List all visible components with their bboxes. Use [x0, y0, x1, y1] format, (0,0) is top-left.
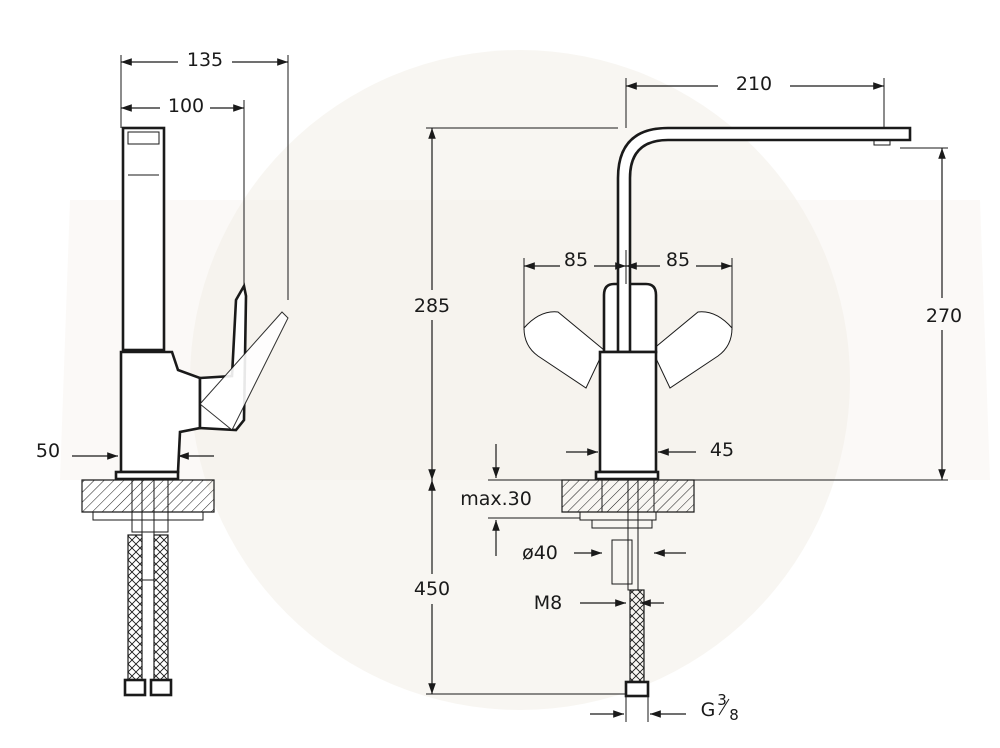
dim-thread-denominator: 8 — [729, 706, 739, 724]
watermark — [60, 50, 990, 710]
front-view — [523, 126, 912, 698]
dim-lever-left-swing: 85 — [564, 249, 588, 271]
side-mount-rod — [141, 479, 155, 581]
side-hose-nut-right — [149, 678, 173, 697]
side-spout-aerator — [127, 131, 160, 145]
dim-max-countertop: max.30 — [460, 488, 532, 510]
side-mount-plate — [92, 511, 204, 521]
dim-rod-thread: M8 — [534, 592, 562, 614]
side-countertop — [81, 479, 215, 513]
dim-lever-depth: 100 — [168, 95, 204, 117]
side-lever-swing — [199, 311, 289, 431]
side-hose-right — [153, 534, 169, 681]
side-spout-column — [121, 126, 166, 352]
dim-spout-reach: 210 — [736, 73, 772, 95]
front-base-plate — [594, 470, 660, 481]
dim-base-offset: 50 — [36, 440, 60, 462]
dim-hose-length: 450 — [414, 578, 450, 600]
dim-lever-right-swing: 85 — [666, 249, 690, 271]
dim-hole-diameter: ø40 — [522, 542, 558, 564]
front-spout — [616, 126, 912, 354]
front-hose-nut — [624, 680, 650, 698]
side-hose-nut-left — [123, 678, 147, 697]
dim-thread-numerator: 3 — [717, 691, 727, 709]
dim-spout-outlet-height: 270 — [926, 305, 962, 327]
side-hose-left — [127, 534, 143, 681]
side-dimensions: 135 100 50 — [36, 49, 289, 462]
dim-body-width: 45 — [710, 439, 734, 461]
side-view — [81, 126, 289, 697]
dim-total-height: 285 — [414, 295, 450, 317]
side-base-plate — [114, 470, 180, 481]
front-dimensions: 210 285 270 85 85 45 max.30 ø40 — [414, 73, 962, 724]
front-rod-nut — [611, 539, 633, 585]
front-hose — [629, 589, 645, 683]
dim-total-depth: 135 — [187, 49, 223, 71]
dim-thread-prefix: G — [701, 699, 716, 721]
front-spout-aerator — [873, 139, 891, 146]
front-body — [598, 350, 658, 474]
